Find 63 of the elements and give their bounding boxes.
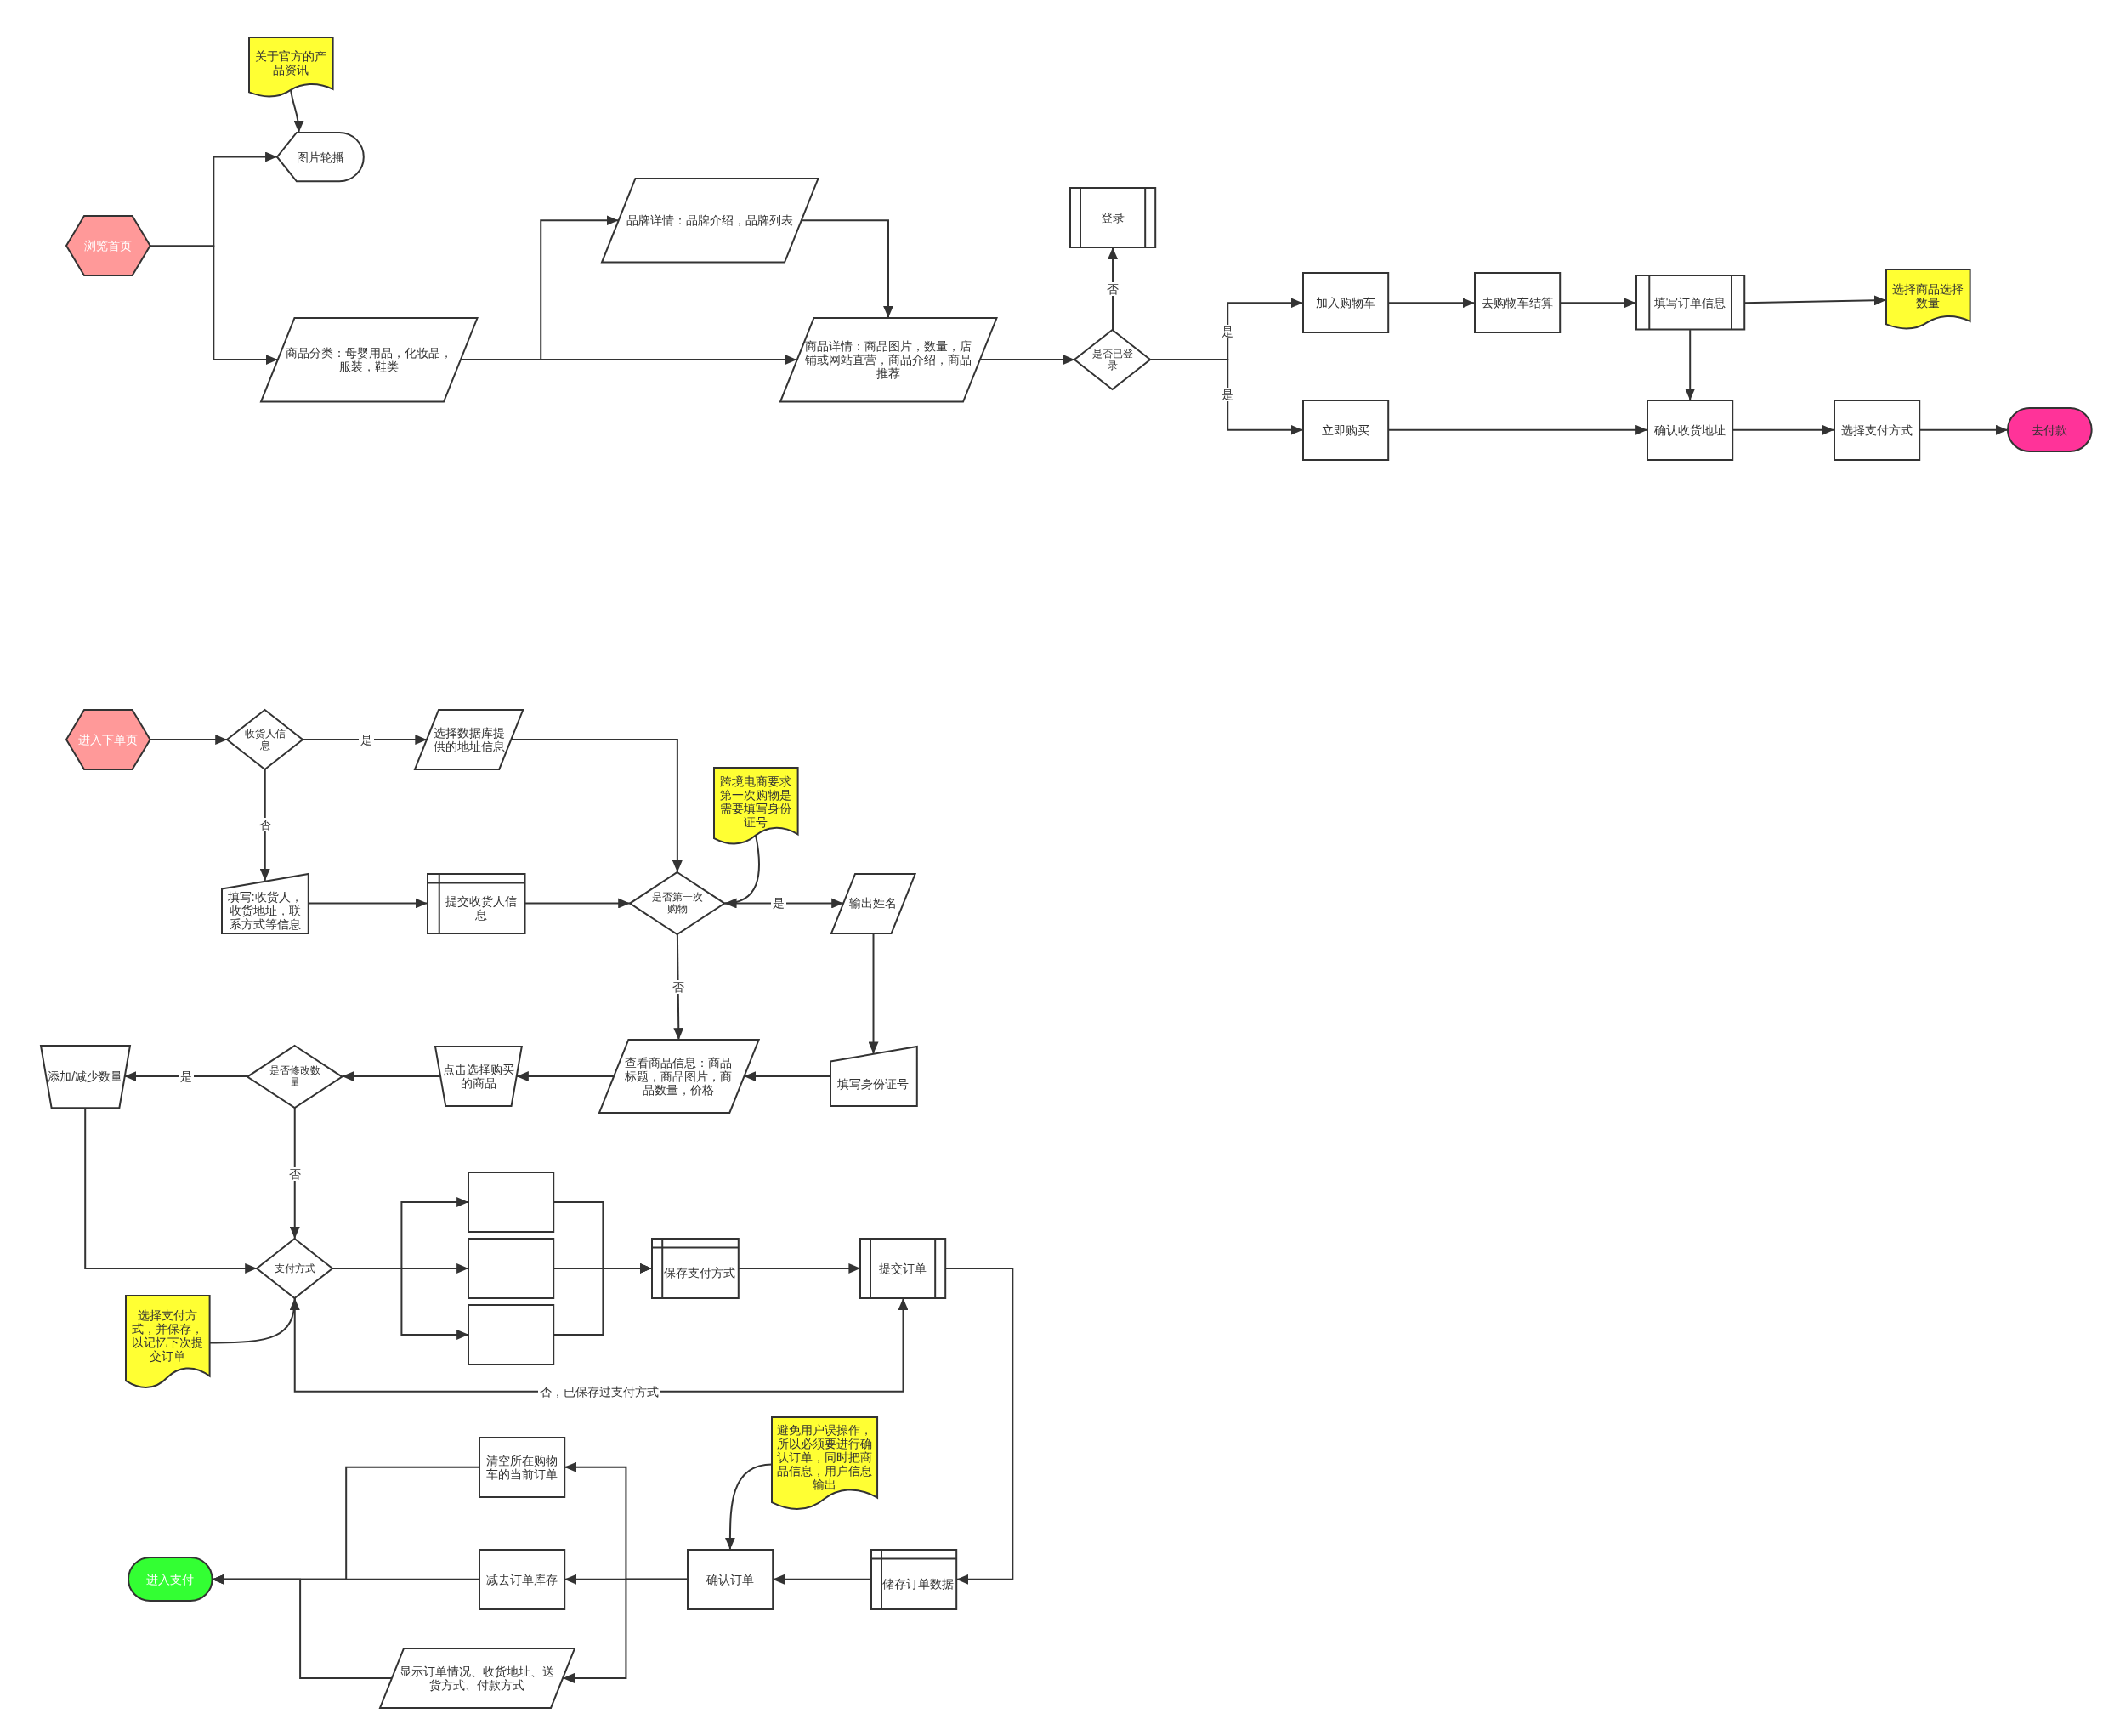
storage-box: 保存支付方式 [651, 1238, 739, 1298]
arrow [673, 933, 684, 1041]
data-parallelogram: 查看商品信息：商品标题，商品图片，商品数量，价格 [598, 1040, 759, 1113]
data-parallelogram: 选择数据库提供的地址信息 [415, 710, 524, 769]
process-box: 确认收货地址 [1647, 400, 1733, 460]
process-box: 清空所在购物车的当前订单 [479, 1437, 565, 1497]
process-box: 去购物车结算 [1474, 273, 1560, 333]
note-document: 跨境电商要求第一次购物是需要填写身份证号 [713, 768, 798, 847]
process-box: 确认订单 [687, 1549, 773, 1609]
edge-label: 否 [257, 818, 273, 832]
edge-label: 是 [179, 1069, 195, 1084]
arrow [84, 1106, 258, 1274]
trapezoid-box: 点击选择购买的商品 [435, 1047, 522, 1107]
decision-diamond: 是否修改数量 [247, 1045, 343, 1108]
data-parallelogram: 输出姓名 [831, 873, 915, 933]
edge-label: 否，已保存过支付方式 [537, 1384, 660, 1398]
manual-input-box: 填写:收货人，收货地址，联系方式等信息 [221, 873, 309, 933]
decision-diamond: 支付方式 [257, 1238, 333, 1298]
arrow [800, 219, 893, 319]
decision-diamond: 是否第一次购物 [630, 871, 725, 935]
data-parallelogram: 品牌详情：品牌介绍，品牌列表 [601, 178, 819, 263]
arrow [868, 932, 879, 1055]
process-box: 选择支付方式 [1834, 400, 1919, 460]
decision-diamond: 收货人信息 [227, 710, 303, 769]
storage-box: 提交收货人信息 [427, 873, 525, 933]
process-box [468, 1304, 554, 1364]
trapezoid-box: 添加/减少数量 [40, 1045, 130, 1108]
note-document: 选择商品选择数量 [1885, 269, 1970, 331]
storage-box: 储存订单数据 [871, 1549, 957, 1609]
manual-input-box: 填写身份证号 [830, 1047, 917, 1107]
arrow [259, 769, 270, 882]
edge-label: 否 [671, 980, 687, 995]
note-document: 选择支付方式，并保存，以记忆下次提交订单 [125, 1295, 210, 1391]
process-box: 加入购物车 [1302, 273, 1388, 333]
subprocess-box: 登录 [1069, 188, 1156, 248]
arrow [289, 88, 304, 133]
note-document: 关于官方的产品资讯 [248, 37, 333, 99]
process-box [468, 1172, 554, 1232]
edge-label: 否 [1105, 282, 1121, 297]
arrow [332, 1267, 470, 1340]
start-hexagon: 进入下单页 [65, 710, 150, 769]
arrow [1149, 359, 1304, 435]
display-shape: 图片轮播 [277, 132, 364, 182]
decision-diamond: 是否已登录 [1074, 330, 1151, 390]
data-parallelogram: 显示订单情况、收货地址、送货方式、付款方式 [379, 1648, 575, 1708]
data-parallelogram: 商品详情：商品图片，数量，店铺或网站直营，商品介绍，商品推荐 [779, 317, 997, 402]
arrow [149, 245, 279, 366]
edge-label: 是 [771, 896, 787, 911]
note-document: 避免用户误操作，所以必须要进行确认订单，同时把商品信息，用户信息输出 [772, 1416, 878, 1512]
edge-label: 否 [286, 1166, 303, 1181]
edge-label: 是 [359, 733, 375, 747]
data-parallelogram: 商品分类：母婴用品，化妆品，服装，鞋类 [260, 317, 478, 402]
subprocess-box: 提交订单 [860, 1238, 946, 1298]
arrow [149, 735, 229, 746]
process-box: 立即购买 [1302, 400, 1388, 460]
subprocess-box: 填写订单信息 [1635, 275, 1744, 331]
process-box: 减去订单库存 [479, 1549, 565, 1609]
process-box [468, 1238, 554, 1298]
start-hexagon: 浏览首页 [65, 216, 150, 276]
terminal-pill: 去付款 [2007, 408, 2092, 452]
arrow [289, 1106, 300, 1240]
terminal-pill: 进入支付 [128, 1557, 213, 1602]
arrow [1685, 329, 1696, 401]
